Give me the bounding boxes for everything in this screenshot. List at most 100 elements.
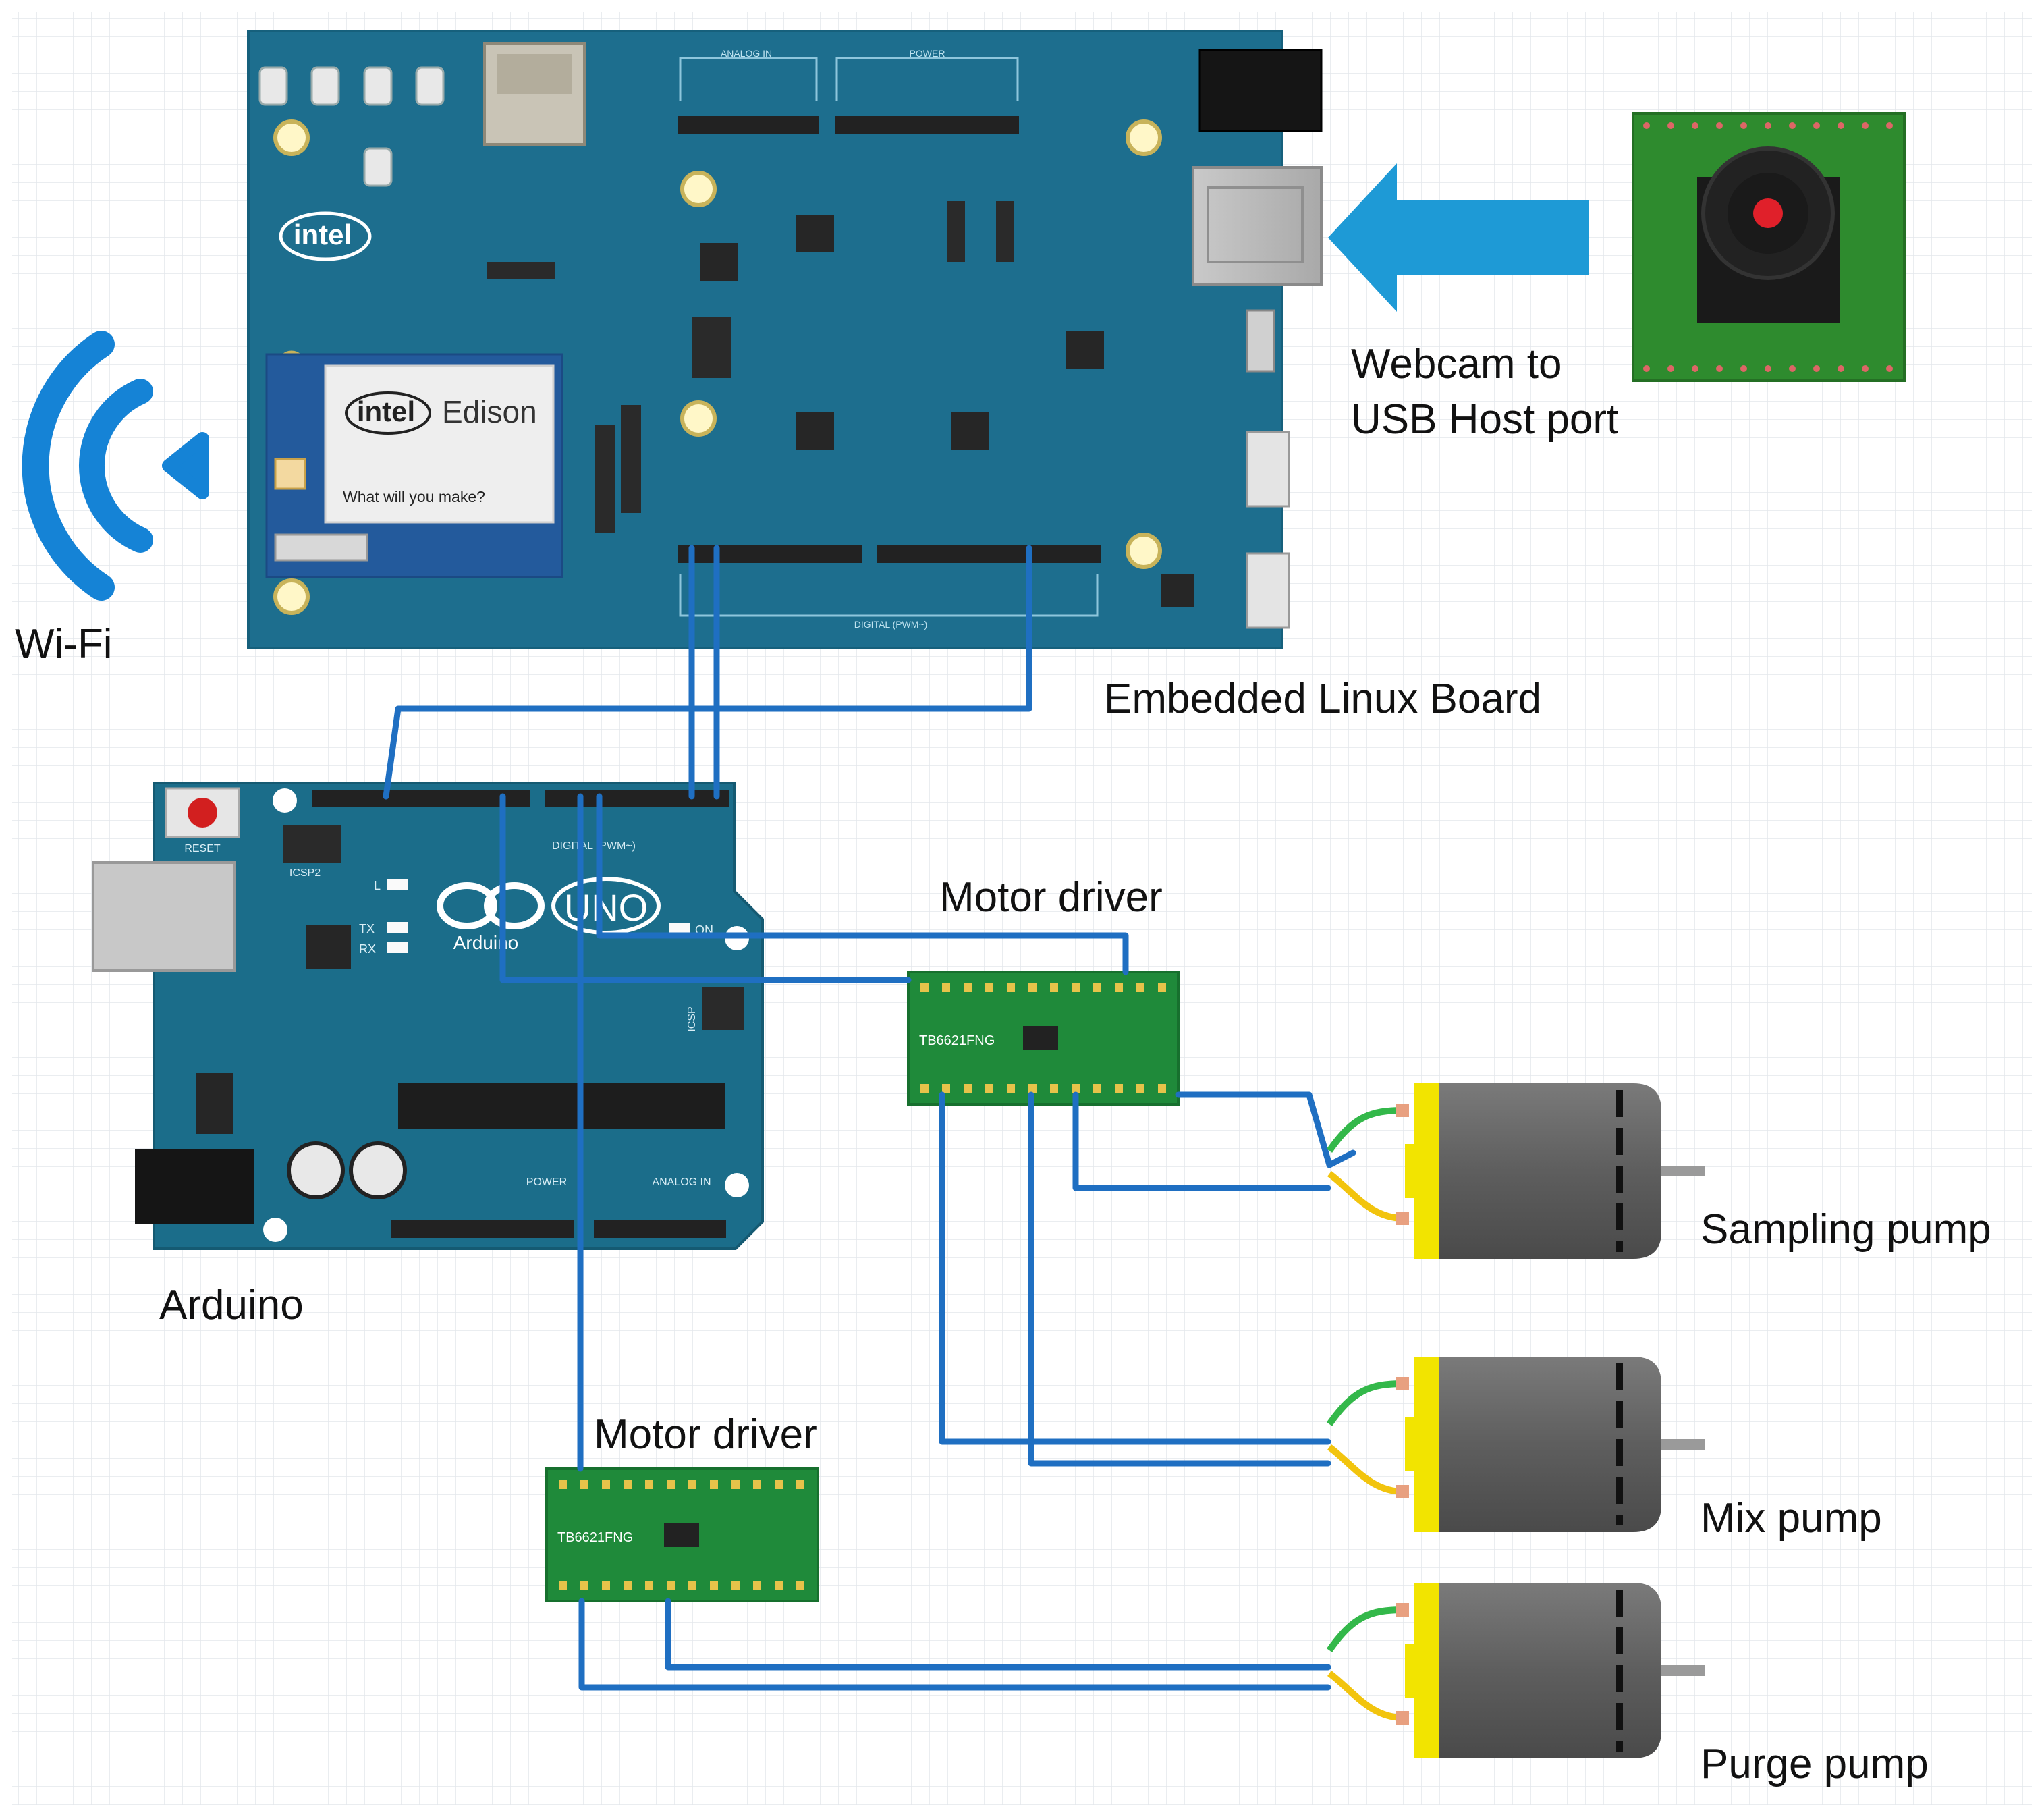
wire-driver-top-to-mix-pump-a [939,1091,1331,1445]
motor-lead-yellow [1327,1170,1404,1222]
motor-driver-bottom-pads [559,1480,804,1590]
driver-pin-pad [645,1480,653,1489]
driver-pin-pad [1136,983,1144,992]
led-rx-label: RX [359,942,376,956]
webcam-pad [1716,365,1723,372]
motor-driver-bottom-chip-label: TB6621FNG [557,1530,633,1545]
driver-pin-pad [942,1084,950,1093]
intel-logo-text: intel [294,219,352,250]
sampling-pump [1326,1083,1705,1259]
arduino-power-silkscreen: POWER [526,1176,567,1188]
mount-hole [680,171,717,207]
icsp-silkscreen: ICSP [686,1006,698,1031]
wires [383,545,1356,1691]
motor-lead-yellow [1327,1670,1404,1721]
led-on [669,923,690,934]
wire-driver-bottom-to-purge-pump-b [578,1598,1331,1691]
webcam-pad [1789,122,1796,129]
driver-pin-pad [775,1581,783,1590]
arduino-label: Arduino [159,1282,304,1328]
edison-name-text: Edison [442,394,537,429]
driver-pin-pad [796,1480,804,1489]
mix-pump-label: Mix pump [1701,1495,1882,1542]
driver-pin-pad [942,983,950,992]
motor-terminal [1396,1603,1409,1617]
icsp-header [692,317,731,378]
edison-connector [274,533,368,562]
driver-pin-pad [1158,1084,1166,1093]
motor-driver-bottom-label: Motor driver [594,1411,817,1458]
driver-pin-pad [964,983,972,992]
analog-header [594,1220,726,1238]
mount-hole [1126,533,1162,569]
wire-driver-top-to-sampling-pump-b [1072,1091,1331,1191]
ic-chip [796,412,834,450]
driver-pin-pad [920,983,929,992]
driver-pin-pad [1072,983,1080,992]
motor-shaft [1661,1439,1705,1450]
webcam-pad [1667,365,1674,372]
wire-edison-gnd-to-arduino [383,545,1032,800]
webcam-pad [1789,365,1796,372]
analog-header [678,116,819,134]
motor-driver-bottom: TB6621FNG [545,1467,819,1602]
motor-driver-bottom-chip [664,1523,699,1547]
driver-pin-pad [1115,983,1123,992]
motor-end-cap-tab [1405,1644,1439,1698]
driver-pin-pad [688,1480,696,1489]
driver-pin-pad [580,1581,588,1590]
driver-pin-pad [985,983,993,992]
motor-body [1439,1083,1661,1259]
motor-driver-top: TB6621FNG [907,971,1180,1106]
embedded-board-label: Embedded Linux Board [1104,676,1541,722]
driver-pin-pad [710,1581,718,1590]
webcam-pad [1862,122,1869,129]
driver-pin-pad [602,1480,610,1489]
mount-hole [273,578,310,615]
wire-driver-top-to-sampling-pump-a [1175,1091,1356,1168]
small-header [595,425,615,533]
driver-pin-pad [796,1581,804,1590]
analog-in-silkscreen: ANALOG IN [721,48,772,59]
power-header [391,1220,574,1238]
webcam-pad [1740,122,1747,129]
led-tx [387,922,408,933]
arduino-analog-silkscreen: ANALOG IN [652,1176,711,1188]
motor-driver-top-label: Motor driver [939,874,1163,921]
motor-lead-green [1326,1380,1404,1426]
driver-pin-pad [1028,1084,1037,1093]
micro-usb-otg-port [1246,552,1290,629]
driver-pin-pad [667,1581,675,1590]
usb-chip [306,925,351,969]
edison-module: intel Edison What will you make? [265,353,563,578]
webcam-pad [1667,122,1674,129]
webcam-pad [1643,365,1650,372]
webcam-pad [1838,365,1844,372]
webcam-pad [1813,365,1820,372]
driver-pin-pad [775,1480,783,1489]
ic-chip [700,243,738,281]
webcam-pad [1765,365,1771,372]
motor-body [1439,1583,1661,1758]
capacitor [287,1141,345,1199]
driver-pin-pad [710,1480,718,1489]
wire-arduino-to-driver-top-b [596,793,1129,975]
edison-tagline-text: What will you make? [343,488,485,506]
small-header [621,405,641,513]
mount-hole [725,1173,749,1197]
ic-chip [1161,574,1194,607]
led-l [387,879,408,890]
driver-pin-pad [559,1581,567,1590]
driver-pin-pad [753,1581,761,1590]
dc-power-jack [1198,49,1323,132]
motor-terminal [1396,1711,1409,1725]
atmega-chip [398,1083,725,1129]
reset-silkscreen: RESET [184,843,221,855]
led-l-label: L [374,879,381,892]
digital-header-right [877,545,1101,563]
driver-pin-pad [688,1581,696,1590]
mount-hole [273,119,310,156]
driver-pin-pad [645,1581,653,1590]
small-header [487,262,555,279]
